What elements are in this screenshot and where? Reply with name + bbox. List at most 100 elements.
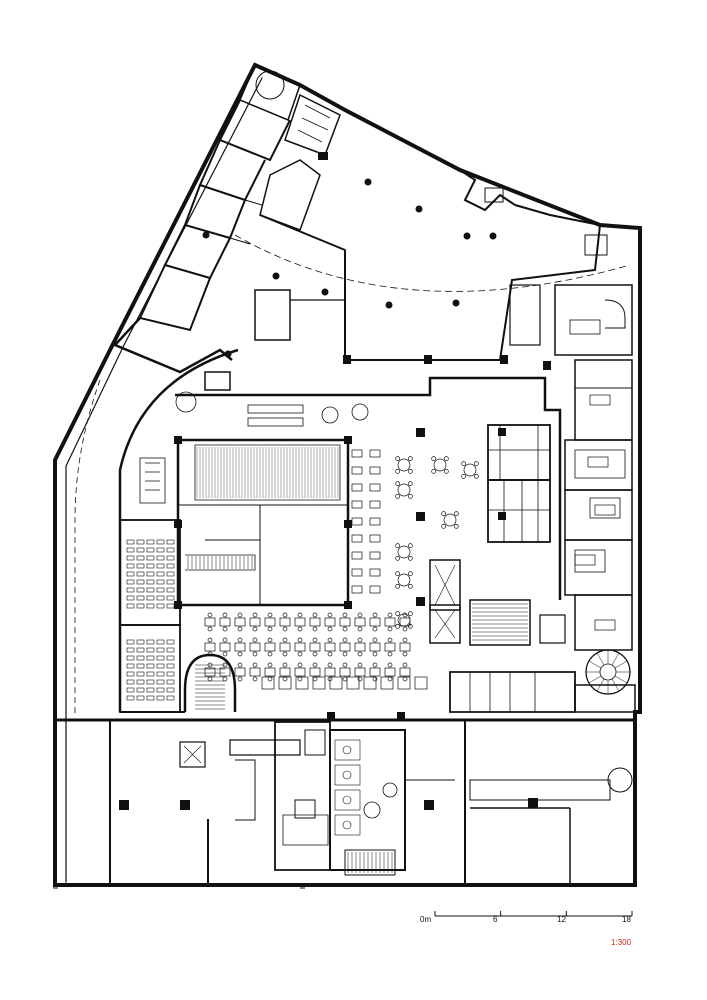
dining-table [384, 617, 396, 627]
dining-table [219, 642, 231, 652]
bench-seat [261, 676, 275, 690]
seat [156, 671, 165, 677]
dining-table [309, 667, 321, 677]
dining-table [351, 517, 363, 526]
dining-table [369, 534, 381, 543]
dining-table [339, 642, 351, 652]
meeting-table [594, 619, 616, 631]
round-table [433, 458, 447, 472]
dining-table [234, 642, 246, 652]
chair [237, 637, 243, 643]
dining-table [279, 642, 291, 652]
chair [395, 571, 400, 576]
bench-seat [312, 676, 326, 690]
spiral-step [614, 660, 628, 669]
seat [166, 687, 175, 693]
chair [222, 651, 228, 657]
scale-bar: 0m 6 12 18 1:300 [420, 911, 633, 947]
chair [387, 626, 393, 632]
chair [267, 651, 273, 657]
round-table [397, 573, 411, 587]
round-table [397, 613, 411, 627]
seat [136, 671, 145, 677]
seat [166, 563, 175, 569]
seat [146, 571, 155, 577]
seat [156, 687, 165, 693]
seat [156, 547, 165, 553]
seat [166, 695, 175, 701]
dining-table [351, 568, 363, 577]
chair [252, 626, 258, 632]
chair [408, 543, 413, 548]
chair [387, 651, 393, 657]
dining-table [369, 585, 381, 594]
chair [372, 637, 378, 643]
seat [136, 695, 145, 701]
chair [342, 612, 348, 618]
dining-table [249, 617, 261, 627]
cubicle [334, 764, 361, 786]
dining-table [351, 551, 363, 560]
chair [252, 676, 258, 682]
seat [136, 587, 145, 593]
dining-table [294, 642, 306, 652]
seat [146, 539, 155, 545]
central-hall [174, 376, 562, 609]
chair [327, 662, 333, 668]
chair [267, 637, 273, 643]
chair [408, 584, 413, 589]
seat [136, 663, 145, 669]
spiral-step [588, 675, 602, 684]
round-table [443, 513, 457, 527]
chair [222, 637, 228, 643]
bench-seat [278, 676, 292, 690]
chair [282, 662, 288, 668]
chair [252, 662, 258, 668]
bench-seat [397, 676, 411, 690]
chair [395, 456, 400, 461]
chair [454, 524, 459, 529]
seat [156, 663, 165, 669]
chair [454, 511, 459, 516]
dining-table [351, 449, 363, 458]
dining-table [369, 517, 381, 526]
dining-table [369, 568, 381, 577]
dining-table [399, 642, 411, 652]
seat [146, 639, 155, 645]
seat [126, 595, 135, 601]
seat [136, 655, 145, 661]
chair [408, 624, 413, 629]
chair [431, 469, 436, 474]
dining-table [351, 534, 363, 543]
seat [126, 679, 135, 685]
chair [408, 469, 413, 474]
dining-table [369, 449, 381, 458]
chair [342, 626, 348, 632]
dining-table [369, 500, 381, 509]
bench-seat [346, 676, 360, 690]
seat [126, 579, 135, 585]
seat [156, 603, 165, 609]
chair [372, 651, 378, 657]
seat [146, 695, 155, 701]
seat [126, 555, 135, 561]
chair [444, 456, 449, 461]
cubicle [334, 739, 361, 761]
chair [408, 481, 413, 486]
chair [431, 456, 436, 461]
seat [146, 655, 155, 661]
seat [136, 687, 145, 693]
bench-seat [295, 676, 309, 690]
seat [146, 687, 155, 693]
chair [342, 662, 348, 668]
chair [408, 456, 413, 461]
seat [126, 571, 135, 577]
seat [136, 539, 145, 545]
chair [237, 612, 243, 618]
east-offices [429, 284, 636, 713]
chair [444, 469, 449, 474]
chair [357, 651, 363, 657]
chair [357, 676, 363, 682]
chair [312, 637, 318, 643]
